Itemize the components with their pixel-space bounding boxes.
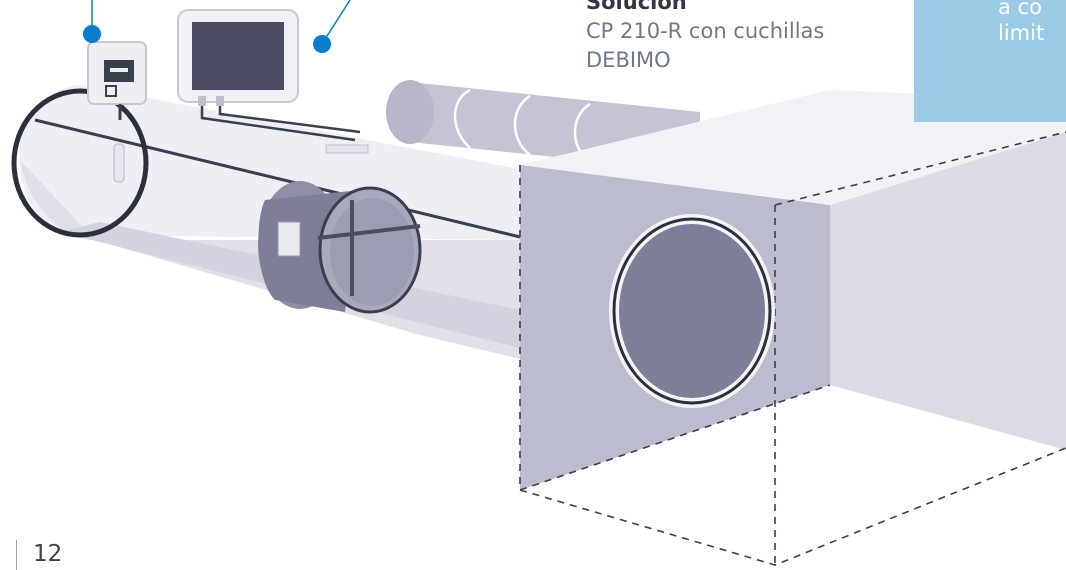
side-box-line-1: a co: [998, 0, 1042, 19]
callout-small-sensor: [83, 0, 101, 43]
plenum-box: [519, 90, 1066, 566]
callout-dot: [313, 35, 331, 53]
solution-heading: Solución: [586, 0, 687, 14]
callout-monitor: [313, 0, 351, 53]
sensor-probe-box: [277, 221, 301, 257]
solution-caption: Solución CP 210-R con cuchillas DEBIMO: [586, 0, 886, 75]
page-number: 12: [16, 540, 62, 570]
duct-open-end: [11, 88, 149, 238]
solution-line-2: DEBIMO: [586, 48, 671, 72]
monitor-device: [177, 9, 369, 154]
solution-line-1: CP 210-R con cuchillas: [586, 19, 825, 43]
side-box-line-2: limit: [998, 21, 1045, 45]
callout-dot: [83, 25, 101, 43]
side-info-box: a co limit: [914, 0, 1066, 122]
small-sensor-device: [87, 41, 147, 183]
damper-ring: [258, 181, 422, 314]
